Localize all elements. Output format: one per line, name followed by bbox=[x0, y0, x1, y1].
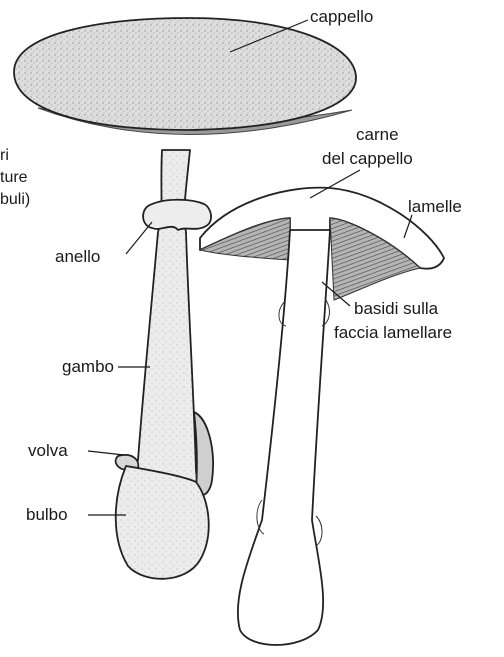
cross-section bbox=[200, 188, 444, 645]
label-cap-flesh-2: del cappello bbox=[322, 149, 413, 168]
section-volva-right bbox=[316, 516, 322, 546]
label-basidia-2: faccia lamellare bbox=[334, 323, 452, 342]
ring bbox=[143, 200, 211, 230]
whole-cap bbox=[14, 18, 356, 130]
label-clipped-2: ture bbox=[0, 169, 28, 186]
leader-volva bbox=[88, 451, 124, 455]
section-stem bbox=[238, 230, 330, 645]
bulb bbox=[116, 466, 209, 579]
label-gills: lamelle bbox=[408, 197, 462, 216]
label-cap: cappello bbox=[310, 7, 373, 26]
label-ring: anello bbox=[55, 247, 100, 266]
label-stem: gambo bbox=[62, 357, 114, 376]
leader-ring bbox=[126, 222, 152, 254]
label-basidia-1: basidi sulla bbox=[354, 299, 439, 318]
label-clipped-3: buli) bbox=[0, 191, 30, 208]
label-bulb: bulbo bbox=[26, 505, 68, 524]
label-cap-flesh-1: carne bbox=[356, 125, 399, 144]
label-clipped-1: ri bbox=[0, 147, 9, 164]
label-volva: volva bbox=[28, 441, 68, 460]
